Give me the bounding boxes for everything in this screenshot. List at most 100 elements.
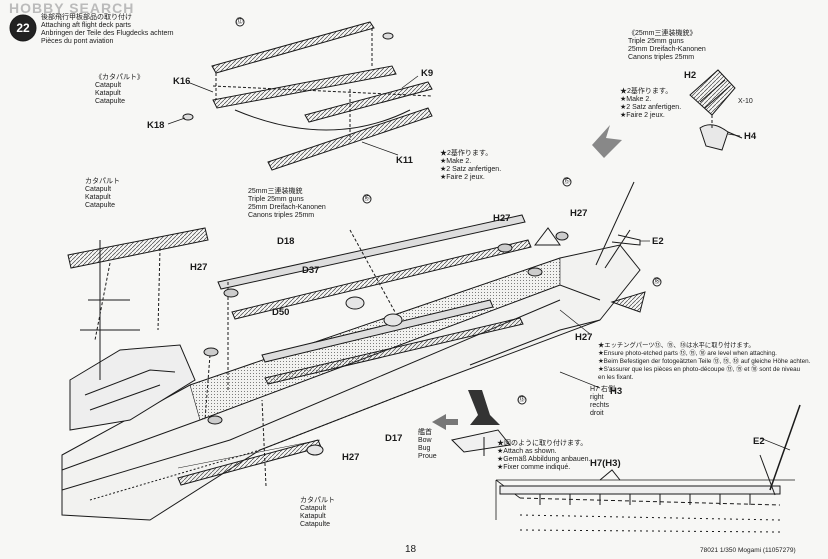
attach-note: ★図のように取り付けます。 ★Attach as shown. ★Gemäß A…: [497, 440, 590, 472]
etch-marker: ⑬: [518, 396, 525, 403]
stern-mast: [533, 181, 646, 313]
note-line: Catapult: [300, 505, 327, 512]
note-line: ★Ensure photo-etched parts ⑬, ⑮, ⑱ are l…: [598, 350, 777, 357]
hull: [61, 240, 641, 521]
part-label-d50: D50: [272, 307, 290, 318]
part-label-k18: K18: [147, 120, 165, 131]
part-label-h27: H27: [342, 452, 360, 463]
note-line: Catapult: [85, 186, 112, 193]
note-line: en les fixant.: [598, 374, 634, 381]
part-label-h7h3: H7(H3): [590, 458, 621, 469]
note-line: Katapult: [95, 90, 121, 97]
note-line: Katapult: [300, 513, 326, 520]
note-line: ★S'assurer que les pièces en photo-décou…: [598, 366, 801, 373]
note-line: Catapulte: [85, 202, 115, 209]
note-line: カタパルト: [300, 497, 335, 504]
note-line: ★Gemäß Abbildung anbauen.: [497, 456, 591, 463]
note-line: 《カタパルト》: [95, 74, 144, 81]
note-line: ★Make 2.: [440, 158, 472, 165]
step-title-de: Anbringen der Teile des Flugdecks achter…: [41, 30, 174, 37]
note-line: ★2 Satz anfertigen.: [620, 104, 682, 111]
h7-note: H7 右側 right rechts droit: [590, 386, 615, 418]
guns-note-mid: 25mm三連装機銃 Triple 25mm guns 25mm Dreifach…: [248, 188, 326, 220]
guns-note-top: 《25mm三連装機銃》 Triple 25mm guns 25mm Dreifa…: [628, 30, 706, 62]
deck-rails: [177, 214, 532, 487]
note-line: droit: [590, 410, 604, 417]
part-label-x10: X-10: [738, 98, 753, 105]
note-line: Bow: [418, 437, 432, 444]
footer-code: 78021 1/350 Mogami (11057279): [700, 547, 796, 554]
note-line: Triple 25mm guns: [248, 196, 304, 203]
note-line: ★Faire 2 jeux.: [620, 112, 665, 119]
note-line: Canons triples 25mm: [248, 212, 315, 219]
catapult-left: [67, 227, 209, 341]
note-line: right: [590, 394, 604, 401]
note-line: ★Fixer comme indiqué.: [497, 464, 571, 471]
note-line: Catapulte: [95, 98, 125, 105]
catapult-note-bottom: カタパルト Catapult Katapult Catapulte: [300, 497, 335, 529]
step-title-jp: 後部飛行甲板部品の取り付け: [41, 14, 132, 21]
page-number: 18: [405, 544, 417, 555]
note-line: rechts: [590, 402, 610, 409]
note-line: 艦首: [418, 429, 432, 436]
note-line: H7 右側: [590, 386, 615, 393]
part-label-h4: H4: [744, 131, 757, 142]
gun-mount-h2: [689, 69, 743, 151]
step-badge: [9, 14, 37, 42]
catapult-note-top: 《カタパルト》 Catapult Katapult Catapulte: [95, 74, 144, 106]
note-line: 《25mm三連装機銃》: [628, 30, 697, 37]
part-label-h27: H27: [575, 332, 593, 343]
part-label-k9: K9: [421, 68, 434, 79]
note-line: Catapult: [95, 82, 122, 89]
part-label-h2: H2: [684, 70, 697, 81]
part-label-h27: H27: [190, 262, 208, 273]
note-line: ★2基作ります。: [440, 150, 493, 157]
part-label-d18: D18: [277, 236, 295, 247]
note-line: 25mm三連装機銃: [248, 188, 303, 195]
note-line: Canons triples 25mm: [628, 54, 695, 61]
note-line: ★Beim Befestigen der fotogeätzten Teile …: [598, 358, 811, 365]
note-line: Catapulte: [300, 521, 330, 528]
note-line: ★2 Satz anfertigen.: [440, 166, 502, 173]
note-line: ★Make 2.: [620, 96, 652, 103]
note-line: ★Faire 2 jeux.: [440, 174, 485, 181]
part-label-d17: D17: [385, 433, 403, 444]
make2-note-right: ★2基作ります。 ★Make 2. ★2 Satz anfertigen. ★F…: [620, 88, 681, 120]
bow-note: 艦首 Bow Bug Proue: [418, 429, 437, 461]
etch-markers: [235, 17, 662, 405]
step-title-block: 後部飛行甲板部品の取り付け Attaching aft flight deck …: [41, 14, 174, 46]
part-label-e2: E2: [753, 436, 765, 447]
note-line: 25mm Dreifach-Kanonen: [248, 204, 326, 211]
part-label-k11: K11: [396, 155, 413, 166]
detail-inset: [495, 404, 801, 533]
step-title-fr: Pièces du pont aviation: [41, 38, 114, 45]
leader-lines: [167, 75, 791, 451]
part-label-d37: D37: [302, 265, 320, 276]
note-line: ★Attach as shown.: [497, 448, 557, 455]
etching-note: ★エッチングパーツ⑬、⑮、⑱は水平に取り付けます。 ★Ensure photo-…: [598, 342, 810, 382]
catapult-note-left: カタパルト Catapult Katapult Catapulte: [85, 178, 120, 210]
part-label-h27: H27: [493, 213, 511, 224]
note-line: ★図のように取り付けます。: [497, 440, 588, 447]
flight-deck-rails: [182, 21, 433, 171]
note-line: Katapult: [85, 194, 111, 201]
note-line: 25mm Dreifach-Kanonen: [628, 46, 706, 53]
make2-note-mid: ★2基作ります。 ★Make 2. ★2 Satz anfertigen. ★F…: [440, 150, 501, 182]
etch-marker: ⑯: [363, 195, 370, 202]
note-line: ★エッチングパーツ⑬、⑮、⑱は水平に取り付けます。: [598, 342, 755, 349]
note-line: カタパルト: [85, 178, 120, 185]
step-title-en: Attaching aft flight deck parts: [41, 22, 131, 29]
etch-marker: ⑱: [653, 278, 660, 285]
gun-tubs: [203, 231, 569, 456]
etch-marker: ⑫: [236, 18, 243, 25]
watermark: HOBBY SEARCH: [9, 0, 135, 16]
note-line: Proue: [418, 453, 437, 460]
note-line: Triple 25mm guns: [628, 38, 684, 45]
part-label-k16: K16: [173, 76, 191, 87]
step-number: 22: [16, 21, 30, 35]
part-label-h3: H3: [610, 386, 623, 397]
etch-marker: ⑮: [563, 178, 570, 185]
note-line: Bug: [418, 445, 431, 452]
